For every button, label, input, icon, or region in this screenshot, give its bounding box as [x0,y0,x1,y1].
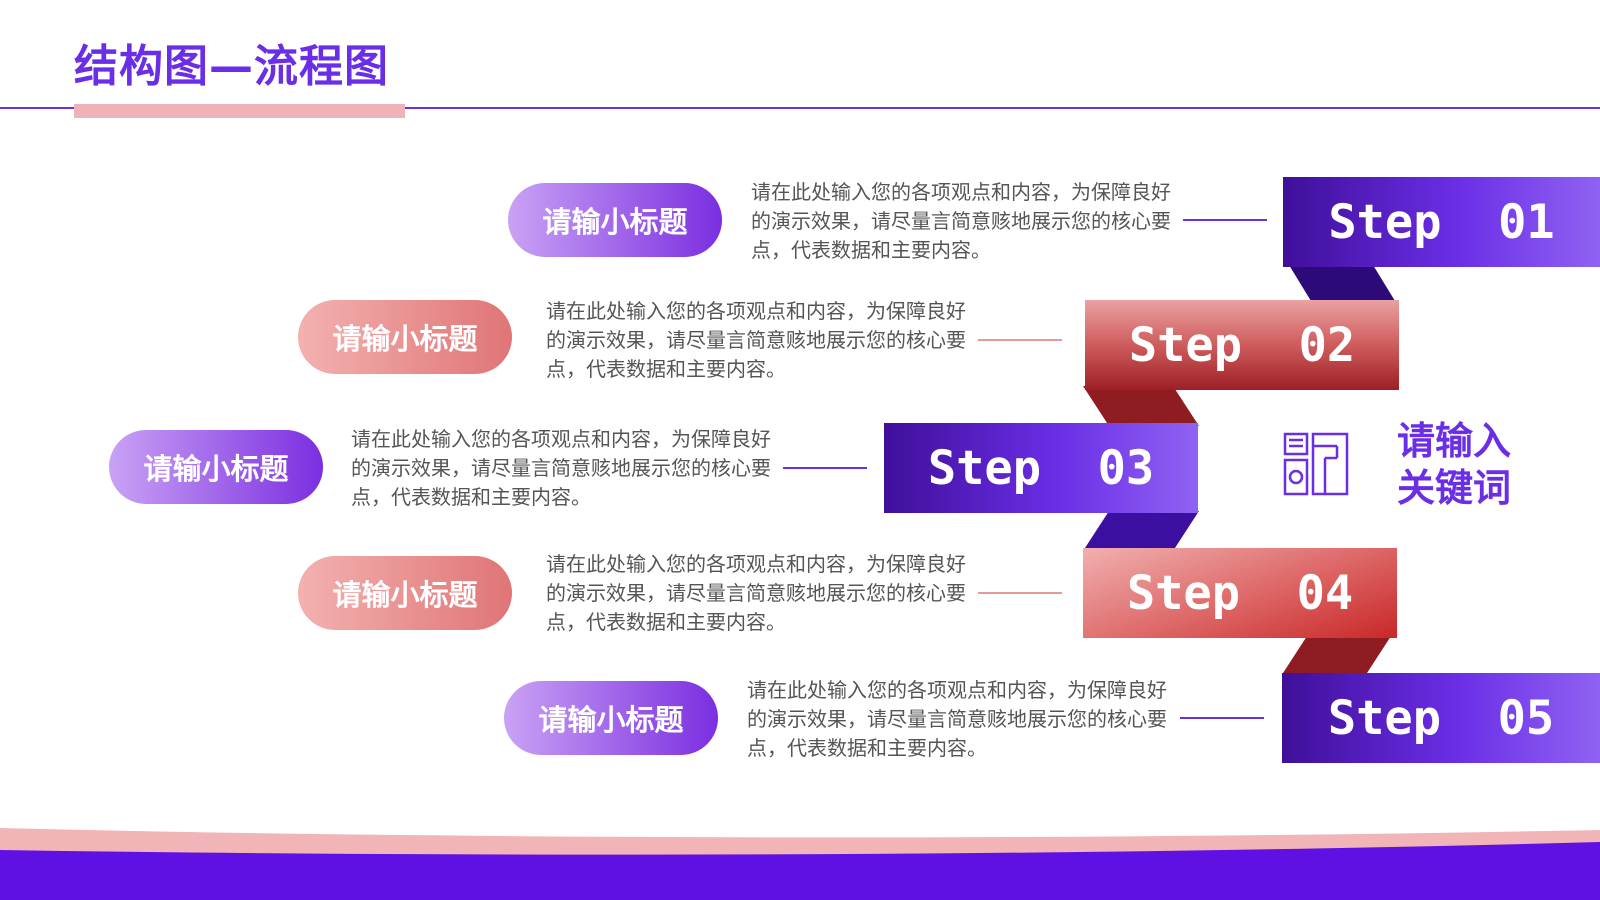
ribbon-fold-3-4 [1083,511,1199,551]
keyword-line-1: 请输入 [1397,419,1512,463]
subtitle-pill-2: 请输小标题 [298,300,512,374]
subtitle-pill-4: 请输小标题 [298,556,512,630]
step-box-3: Step 03 [884,423,1198,513]
title-divider [0,107,1600,109]
bottom-wave-band [0,828,1600,900]
subtitle-pill-5: 请输小标题 [504,681,718,755]
keyword-line-2: 关键词 [1397,466,1512,510]
description-1: 请在此处输入您的各项观点和内容，为保障良好的演示效果，请尽量言简意赅地展示您的核… [751,180,1171,262]
ribbon-fold-2-3 [1083,386,1199,426]
subtitle-pill-3: 请输小标题 [109,430,323,504]
description-3: 请在此处输入您的各项观点和内容，为保障良好的演示效果，请尽量言简意赅地展示您的核… [351,427,771,509]
connector-5 [1180,717,1264,719]
ribbon-fold-4-5 [1283,633,1393,673]
connector-3 [783,467,867,469]
step-box-1: Step 01 [1283,177,1600,267]
ribbon-fold-1-2 [1289,265,1395,301]
connector-1 [1183,219,1267,221]
step-box-2: Step 02 [1085,300,1399,390]
document-icon [1283,432,1349,496]
step-box-4: Step 04 [1083,548,1397,638]
step-box-5: Step 05 [1282,673,1600,763]
description-5: 请在此处输入您的各项观点和内容，为保障良好的演示效果，请尽量言简意赅地展示您的核… [747,678,1167,760]
subtitle-pill-1: 请输小标题 [508,183,722,257]
keyword-text: 请输入 关键词 [1397,418,1537,512]
description-4: 请在此处输入您的各项观点和内容，为保障良好的演示效果，请尽量言简意赅地展示您的核… [546,552,966,634]
connector-2 [978,339,1062,341]
page-title: 结构图—流程图 [74,41,389,92]
description-2: 请在此处输入您的各项观点和内容，为保障良好的演示效果，请尽量言简意赅地展示您的核… [546,299,966,381]
title-accent-bar [74,104,405,118]
connector-4 [978,592,1062,594]
